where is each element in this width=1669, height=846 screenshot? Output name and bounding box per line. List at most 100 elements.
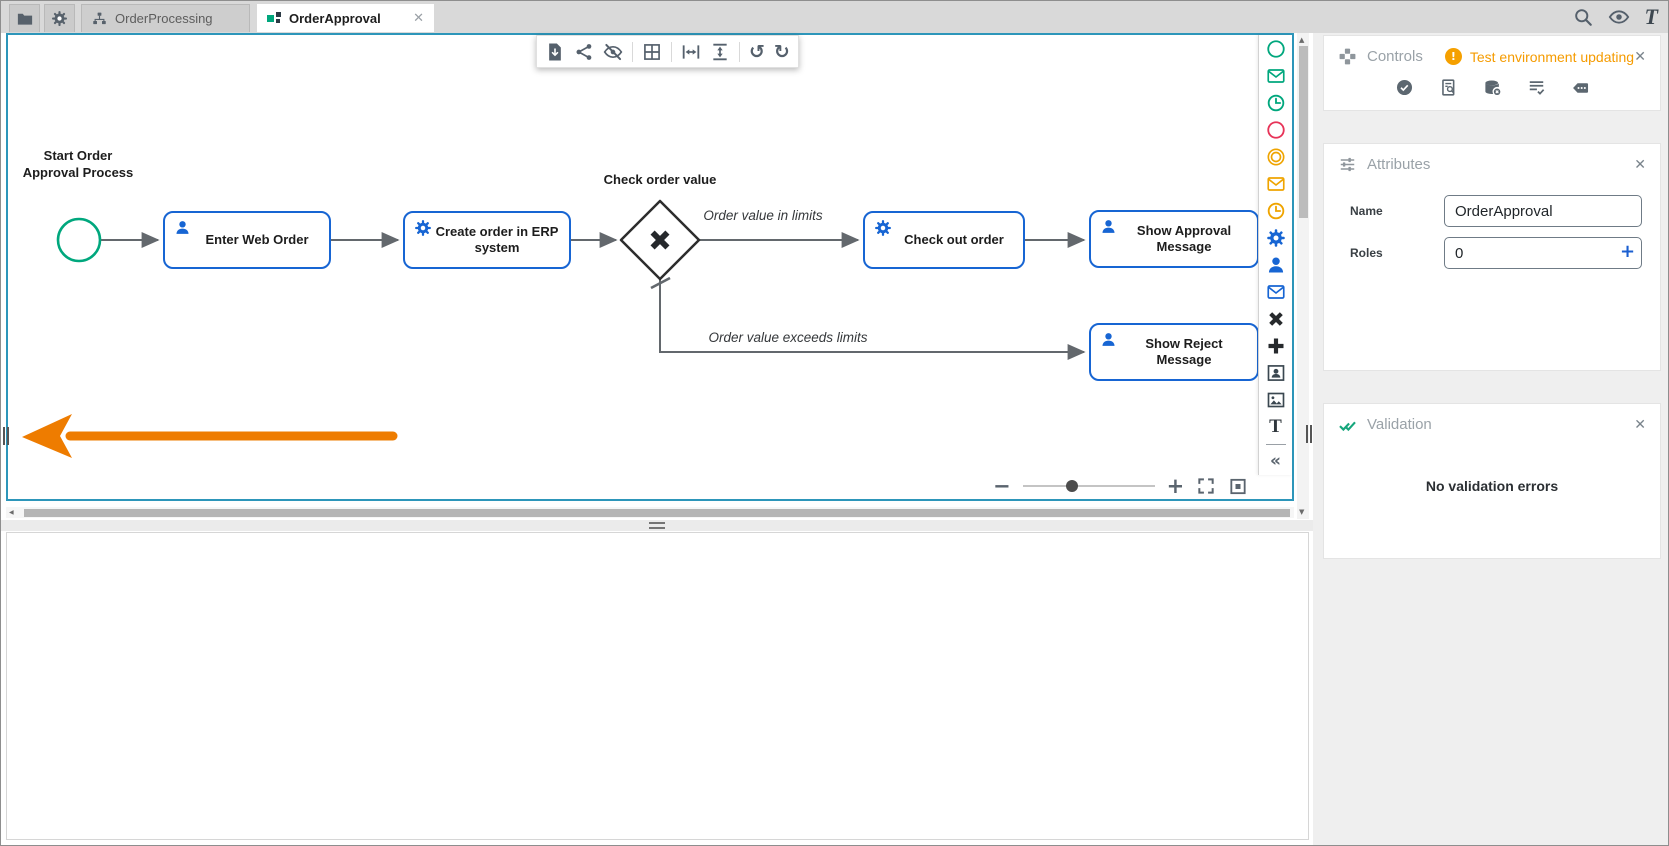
close-icon[interactable]: ✕ <box>1634 156 1646 173</box>
parallel-gateway-tool[interactable] <box>1259 332 1292 359</box>
annotation-arrow[interactable] <box>22 414 398 458</box>
search-icon[interactable] <box>1573 7 1593 27</box>
start-event-label: Start Order Approval Process <box>22 148 134 180</box>
user-icon <box>174 219 191 236</box>
zoom-controls: − + <box>993 474 1248 498</box>
left-splitter-handle[interactable] <box>3 427 9 445</box>
image-tool[interactable] <box>1259 386 1292 413</box>
intermediate-event-tool[interactable] <box>1259 143 1292 170</box>
toolbar-separator <box>632 41 633 62</box>
export-document-icon[interactable] <box>545 42 565 62</box>
collapse-palette-button[interactable]: « <box>1270 450 1281 471</box>
order-approval-tab-icon <box>267 11 281 25</box>
timer-intermediate-event-tool[interactable] <box>1259 197 1292 224</box>
warning-icon: ! <box>1444 48 1462 65</box>
fit-width-icon[interactable] <box>681 42 701 62</box>
inspect-document-icon[interactable] <box>1439 78 1458 97</box>
validation-message: No validation errors <box>1425 478 1559 494</box>
shape-palette: T « <box>1258 35 1292 475</box>
right-splitter-handle[interactable] <box>1306 425 1312 443</box>
start-event-tool[interactable] <box>1259 35 1292 62</box>
controls-actions <box>1324 72 1660 109</box>
text-tool-icon[interactable]: T <box>1644 4 1658 29</box>
redo-icon[interactable]: ↻ <box>773 40 790 63</box>
validation-title: Validation <box>1367 416 1432 433</box>
warning-text: Test environment updating <box>1469 48 1635 65</box>
palette-divider <box>1265 444 1286 445</box>
annotation-icon[interactable] <box>1571 78 1590 97</box>
task-show-approval-message[interactable]: Show Approval Message <box>1089 210 1259 268</box>
validation-card: Validation ✕ No validation errors <box>1323 403 1661 559</box>
scroll-up-icon[interactable]: ▲ <box>1299 36 1305 44</box>
scroll-left-icon[interactable]: ◀ <box>9 509 14 516</box>
send-task-tool[interactable] <box>1259 278 1292 305</box>
zoom-slider-handle[interactable] <box>1066 480 1079 492</box>
user-task-tool[interactable] <box>1259 251 1292 278</box>
canvas-toolbar: ↺ ↻ <box>536 35 799 68</box>
fit-to-view-icon[interactable] <box>1228 476 1248 496</box>
add-role-button[interactable]: + <box>1620 241 1636 262</box>
end-event-tool[interactable] <box>1259 116 1292 143</box>
controls-icon <box>1338 47 1357 66</box>
settings-tab-button[interactable] <box>44 4 75 32</box>
gear-icon <box>874 219 891 236</box>
environment-warning: ! Test environment updating <box>1444 48 1635 65</box>
approve-icon[interactable] <box>1395 78 1414 97</box>
bottom-pane[interactable] <box>6 532 1309 840</box>
toolbar-separator <box>739 41 740 62</box>
grid-icon[interactable] <box>642 42 662 62</box>
zoom-in-button[interactable]: + <box>1166 474 1185 498</box>
files-tab-button[interactable] <box>9 4 40 32</box>
close-icon[interactable]: ✕ <box>1634 48 1646 65</box>
checklist-icon[interactable] <box>1527 78 1546 97</box>
horizontal-scrollbar[interactable]: ◀ <box>6 507 1294 518</box>
user-icon <box>1100 331 1117 348</box>
timer-start-event-tool[interactable] <box>1259 89 1292 116</box>
task-check-out-order[interactable]: Check out order <box>863 211 1025 269</box>
name-field-label: Name <box>1350 204 1383 218</box>
fullscreen-icon[interactable] <box>1196 476 1216 496</box>
message-intermediate-event-tool[interactable] <box>1259 170 1292 197</box>
text-tool[interactable]: T <box>1269 416 1282 437</box>
pane-divider-handle[interactable] <box>649 522 665 529</box>
attributes-title: Attributes <box>1367 156 1431 173</box>
controls-card: Controls ! Test environment updating ✕ <box>1323 35 1661 111</box>
hide-eye-off-icon[interactable] <box>603 42 623 62</box>
controls-title: Controls <box>1367 48 1423 65</box>
tab-order-processing[interactable]: OrderProcessing <box>81 4 250 32</box>
edge-label-in-limits: Order value in limits <box>703 208 823 223</box>
task-show-reject-message[interactable]: Show Reject Message <box>1089 323 1259 381</box>
database-remove-icon[interactable] <box>1483 78 1502 97</box>
close-tab-icon[interactable]: ✕ <box>413 10 424 26</box>
exclusive-gateway-tool[interactable] <box>1259 305 1292 332</box>
folder-icon <box>16 10 34 28</box>
gear-icon <box>51 10 68 27</box>
bpmn-canvas[interactable]: ↺ ↻ Start Order Approval Process Check o… <box>3 33 1294 501</box>
task-create-order-erp[interactable]: Create order in ERP system <box>403 211 571 269</box>
process-tab-icon <box>92 11 107 26</box>
sliders-icon <box>1338 155 1357 174</box>
tab-order-approval[interactable]: OrderApproval ✕ <box>257 4 434 32</box>
fit-height-icon[interactable] <box>710 42 730 62</box>
vertical-scrollbar-thumb[interactable] <box>1298 46 1308 218</box>
toolbar-separator <box>671 41 672 62</box>
message-start-event-tool[interactable] <box>1259 62 1292 89</box>
zoom-slider[interactable] <box>1022 480 1155 492</box>
task-enter-web-order[interactable]: Enter Web Order <box>163 211 331 269</box>
scroll-down-icon[interactable]: ▼ <box>1299 508 1305 516</box>
close-icon[interactable]: ✕ <box>1634 416 1646 433</box>
vertical-scrollbar[interactable]: ▲ ▼ <box>1297 33 1309 519</box>
name-input[interactable] <box>1444 195 1642 227</box>
horizontal-scrollbar-thumb[interactable] <box>24 508 1290 517</box>
service-task-tool[interactable] <box>1259 224 1292 251</box>
zoom-out-button[interactable]: − <box>993 474 1011 498</box>
roles-input[interactable] <box>1444 237 1642 269</box>
participant-tool[interactable] <box>1259 359 1292 386</box>
attributes-card: Attributes ✕ Name Roles + <box>1323 143 1661 371</box>
share-icon[interactable] <box>574 42 594 62</box>
validation-check-icon <box>1338 415 1357 434</box>
undo-icon[interactable]: ↺ <box>749 40 765 63</box>
preview-eye-icon[interactable] <box>1608 6 1630 28</box>
start-event-node[interactable] <box>56 217 102 263</box>
